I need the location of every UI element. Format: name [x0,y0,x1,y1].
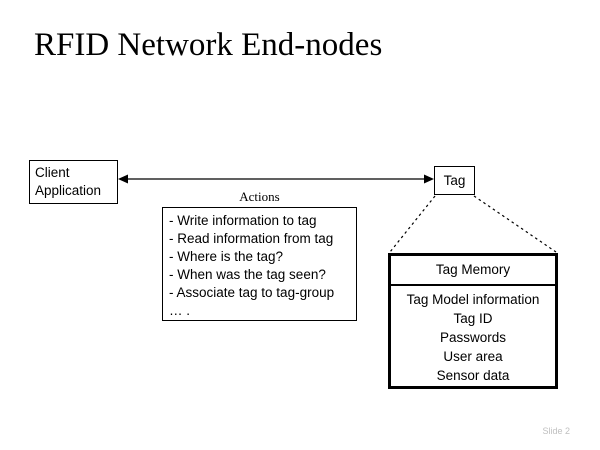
list-item: - Associate tag to tag-group [169,285,335,300]
list-item: Tag ID [453,311,493,326]
double-headed-arrow-client-to-tag [118,174,434,184]
list-item: Sensor data [436,368,510,383]
list-item: Passwords [439,330,507,345]
page-title: RFID Network End-nodes [34,27,383,63]
dashed-callout-right [473,195,557,253]
slide-number: Slide 2 [542,426,570,436]
list-item-ellipsis: … . [169,303,191,318]
client-application-box[interactable]: Client Application [29,160,118,204]
list-item: - Where is the tag? [169,249,284,264]
tag-label: Tag [443,173,466,188]
actions-heading: Actions [239,189,280,204]
tag-memory-body: Tag Model information Tag ID Passwords U… [391,286,555,385]
tag-box[interactable]: Tag [434,166,475,195]
client-application-line1: Client [35,165,70,180]
dashed-callout-left [389,195,436,253]
list-item: - When was the tag seen? [169,267,326,282]
list-item: Tag Model information [406,292,540,307]
actions-box: - Write information to tag - Read inform… [162,207,357,321]
tag-memory-box: Tag Memory Tag Model information Tag ID … [388,253,558,389]
client-application-line2: Application [35,183,102,198]
list-item: User area [443,349,503,364]
list-item: - Read information from tag [169,231,334,246]
list-item: - Write information to tag [169,213,317,228]
tag-memory-header: Tag Memory [391,256,555,286]
